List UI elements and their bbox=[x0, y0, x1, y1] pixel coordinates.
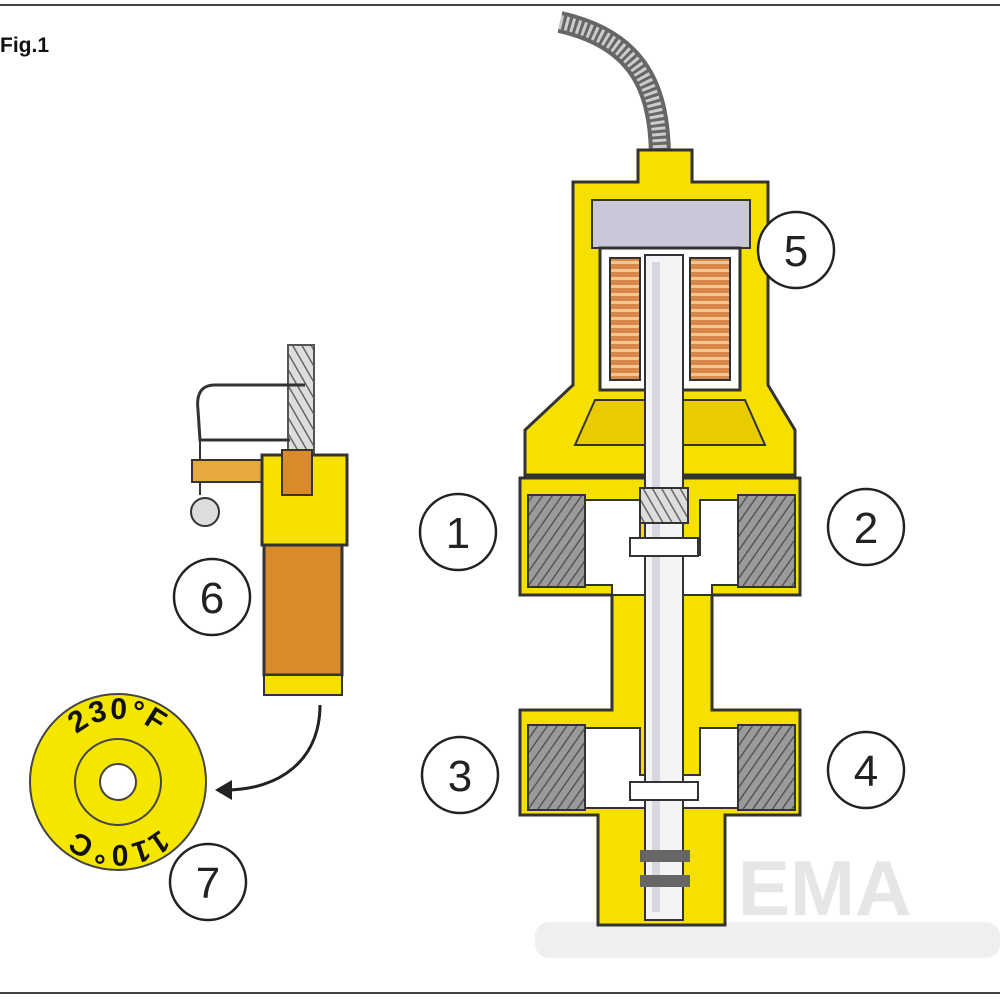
port-2-thread bbox=[737, 494, 796, 588]
actuator-cavity bbox=[591, 199, 751, 249]
svg-text:1: 1 bbox=[446, 509, 470, 558]
watermark-band bbox=[535, 922, 1000, 958]
port-3-thread bbox=[527, 724, 586, 811]
callout-4: 4 bbox=[826, 730, 906, 810]
svg-text:6: 6 bbox=[200, 574, 224, 623]
three-way-valve bbox=[518, 11, 802, 927]
temperature-sensor bbox=[190, 344, 349, 800]
coil bbox=[609, 257, 641, 381]
valve-stem bbox=[644, 254, 684, 921]
svg-text:5: 5 bbox=[784, 227, 808, 276]
callout-1: 1 bbox=[418, 492, 498, 572]
callout-3: 3 bbox=[420, 735, 500, 815]
svg-text:3: 3 bbox=[448, 752, 472, 801]
temperature-disc: 230°F 110°C bbox=[29, 693, 207, 871]
spring bbox=[639, 487, 689, 524]
svg-text:7: 7 bbox=[196, 859, 220, 908]
port-1-thread bbox=[527, 494, 586, 588]
figure-title: Fig.1 bbox=[0, 34, 50, 57]
watermark: EMA bbox=[738, 844, 911, 932]
arrow-sensor-to-disc bbox=[224, 704, 322, 792]
callout-5: 5 bbox=[756, 210, 836, 290]
svg-text:4: 4 bbox=[854, 747, 878, 796]
svg-text:2: 2 bbox=[854, 504, 878, 553]
port-4-thread bbox=[737, 724, 796, 811]
callout-6: 6 bbox=[172, 557, 252, 637]
callout-2: 2 bbox=[826, 487, 906, 567]
callout-7: 7 bbox=[168, 842, 248, 922]
